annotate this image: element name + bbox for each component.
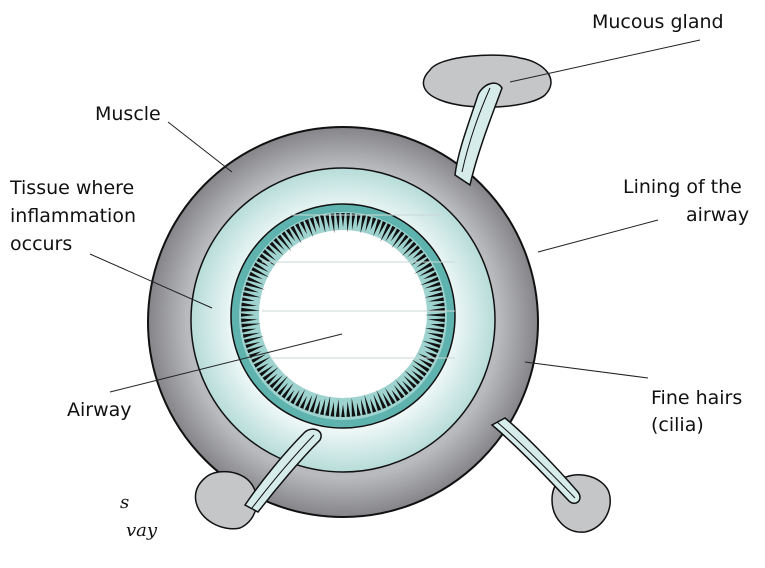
- label-mucous-gland: Mucous gland: [592, 11, 724, 33]
- label-lining-line2: airway: [686, 204, 749, 226]
- label-airway: Airway: [67, 399, 132, 421]
- mucous-gland-bottom-right: [492, 418, 610, 532]
- leader-mucous-gland: [510, 40, 700, 82]
- label-muscle: Muscle: [95, 103, 161, 125]
- label-cilia-line2: (cilia): [651, 414, 704, 436]
- label-lining-line1: Lining of the: [623, 176, 742, 198]
- leader-muscle: [168, 122, 232, 172]
- airway-lumen: [259, 230, 427, 398]
- label-tissue-line3: occurs: [10, 233, 72, 255]
- leader-lining: [538, 220, 658, 252]
- label-tissue-line2: inflammation: [10, 205, 136, 227]
- leader-cilia: [525, 362, 648, 378]
- caption-fragment-line1: s: [120, 492, 129, 513]
- caption-fragment-line2: vay: [126, 520, 158, 541]
- label-cilia-line1: Fine hairs: [651, 387, 742, 409]
- label-tissue-line1: Tissue where: [9, 177, 134, 199]
